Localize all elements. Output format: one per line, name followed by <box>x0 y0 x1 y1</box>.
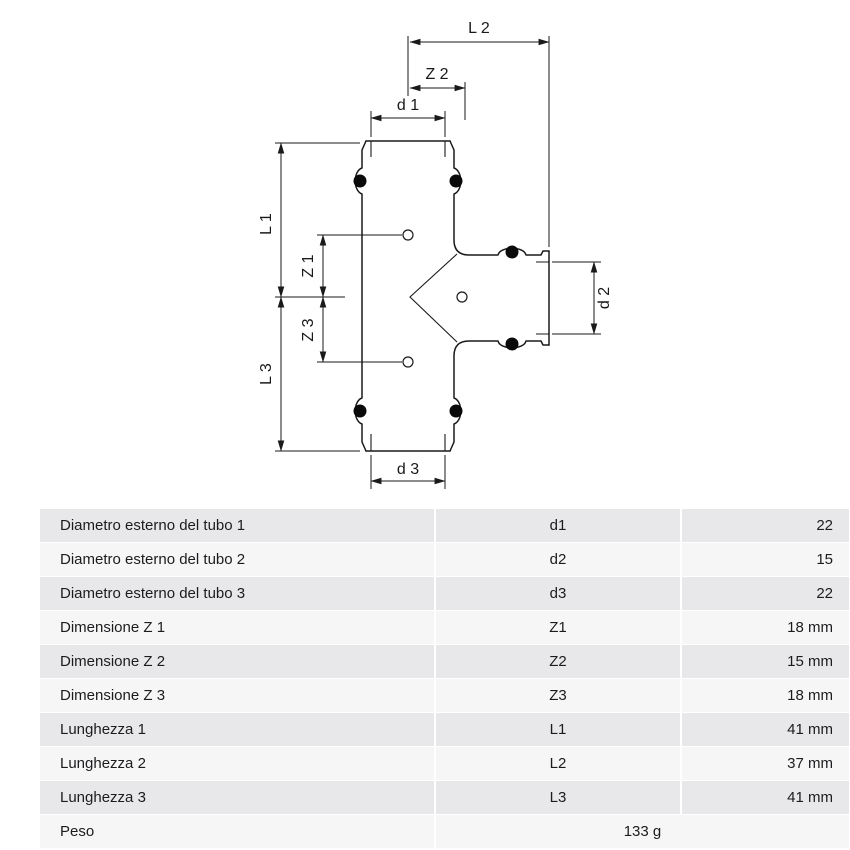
spec-value-weight: 133 g <box>434 814 849 849</box>
o-ring-branch-bottom <box>505 337 519 351</box>
spec-symbol: Z2 <box>434 644 681 679</box>
table-row-d2: Diametro esterno del tubo 2 d2 15 <box>40 542 849 577</box>
spec-table-body: Diametro esterno del tubo 1 d1 22 Diamet… <box>40 509 849 849</box>
extension-lines <box>275 36 601 489</box>
top-bore-lines <box>370 141 446 157</box>
table-row-d1: Diametro esterno del tubo 1 d1 22 <box>40 509 849 543</box>
table-row-l1: Lunghezza 1 L1 41 mm <box>40 712 849 747</box>
dim-label-z3: Z 3 <box>300 318 317 341</box>
dimension-lines <box>277 38 598 485</box>
spec-symbol: d3 <box>434 576 681 611</box>
dim-label-l1: L 1 <box>258 213 275 235</box>
tee-fitting-diagram: L 2 Z 2 d 1 L 1 Z 1 Z 3 L 3 d 3 d 2 <box>258 20 613 489</box>
spec-symbol: Z3 <box>434 678 681 713</box>
spec-value: 41 mm <box>680 712 849 747</box>
table-row-peso: Peso 133 g <box>40 814 849 849</box>
spec-label: Dimensione Z 2 <box>40 644 435 679</box>
spec-label: Dimensione Z 3 <box>40 678 435 713</box>
tee-right-wall-upper-branch-top <box>449 140 550 256</box>
spec-symbol: Z1 <box>434 610 681 645</box>
table-row-z1: Dimensione Z 1 Z1 18 mm <box>40 610 849 645</box>
spec-symbol: d2 <box>434 542 681 577</box>
table-row-d3: Diametro esterno del tubo 3 d3 22 <box>40 576 849 611</box>
spec-label: Diametro esterno del tubo 3 <box>40 576 435 611</box>
o-ring-bottom-left <box>353 404 367 418</box>
spec-label: Diametro esterno del tubo 1 <box>40 509 435 543</box>
spec-label: Lunghezza 1 <box>40 712 435 747</box>
spec-label: Dimensione Z 1 <box>40 610 435 645</box>
table-row-z2: Dimensione Z 2 Z2 15 mm <box>40 644 849 679</box>
tee-fitting-body <box>353 140 550 452</box>
dim-label-l2: L 2 <box>468 20 490 37</box>
table-row-z3: Dimensione Z 3 Z3 18 mm <box>40 678 849 713</box>
table-row-l3: Lunghezza 3 L3 41 mm <box>40 780 849 815</box>
spec-value: 15 mm <box>680 644 849 679</box>
reference-point-z1 <box>402 229 414 241</box>
spec-symbol: L2 <box>434 746 681 781</box>
dim-label-d3: d 3 <box>397 461 419 478</box>
spec-value: 22 <box>680 509 849 543</box>
spec-value: 37 mm <box>680 746 849 781</box>
o-ring-bottom-right <box>449 404 463 418</box>
spec-label: Peso <box>40 814 435 849</box>
o-ring-top-right <box>449 174 463 188</box>
spec-symbol: L3 <box>434 780 681 815</box>
dim-label-l3: L 3 <box>258 363 275 385</box>
technical-drawing: L 2 Z 2 d 1 L 1 Z 1 Z 3 L 3 d 3 d 2 <box>258 20 613 489</box>
dim-label-d1: d 1 <box>397 97 419 114</box>
branch-bore-lines <box>536 261 549 335</box>
spec-value: 22 <box>680 576 849 611</box>
spec-value: 18 mm <box>680 678 849 713</box>
spec-symbol: L1 <box>434 712 681 747</box>
dim-label-d2: d 2 <box>596 287 613 309</box>
reference-point-center <box>456 291 468 303</box>
spec-label: Lunghezza 2 <box>40 746 435 781</box>
bottom-bore-lines <box>370 434 446 451</box>
reference-point-z3 <box>402 356 414 368</box>
tee-left-wall <box>354 140 367 452</box>
dim-label-z1: Z 1 <box>300 254 317 277</box>
spec-value: 41 mm <box>680 780 849 815</box>
spec-symbol: d1 <box>434 509 681 543</box>
spec-value: 18 mm <box>680 610 849 645</box>
spec-table: Diametro esterno del tubo 1 d1 22 Diamet… <box>40 509 849 849</box>
spec-label: Diametro esterno del tubo 2 <box>40 542 435 577</box>
o-ring-branch-top <box>505 245 519 259</box>
o-ring-top-left <box>353 174 367 188</box>
table-row-l2: Lunghezza 2 L2 37 mm <box>40 746 849 781</box>
dim-label-z2: Z 2 <box>425 66 448 83</box>
dimension-labels: L 2 Z 2 d 1 L 1 Z 1 Z 3 L 3 d 3 d 2 <box>258 20 613 478</box>
spec-value: 15 <box>680 542 849 577</box>
spec-label: Lunghezza 3 <box>40 780 435 815</box>
tee-right-wall-lower-branch-bottom <box>449 340 550 452</box>
junction-chamfer-lines <box>409 253 458 343</box>
